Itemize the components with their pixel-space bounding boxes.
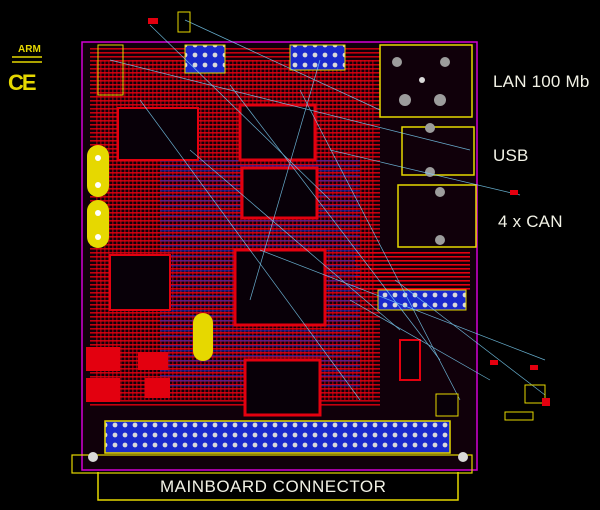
can-connector [397, 184, 477, 248]
usb-label: USB [493, 146, 529, 165]
top-parts [97, 11, 191, 96]
ce-mark: CE [8, 70, 37, 95]
mainboard-connector [88, 420, 468, 462]
lan-connector [379, 44, 473, 118]
ic-chips [109, 103, 421, 417]
arm-logo [12, 56, 42, 63]
can-label: 4 x CAN [498, 212, 563, 231]
lan-label: LAN 100 Mb [493, 72, 590, 91]
ratsnest-lines [109, 19, 546, 401]
power-components [86, 347, 170, 402]
pin-headers [184, 44, 467, 311]
mainboard-connector-label: MAINBOARD CONNECTOR [160, 477, 387, 496]
external-parts [435, 190, 550, 421]
arm-logo-text: ARM [18, 44, 41, 55]
crystals [87, 145, 213, 361]
